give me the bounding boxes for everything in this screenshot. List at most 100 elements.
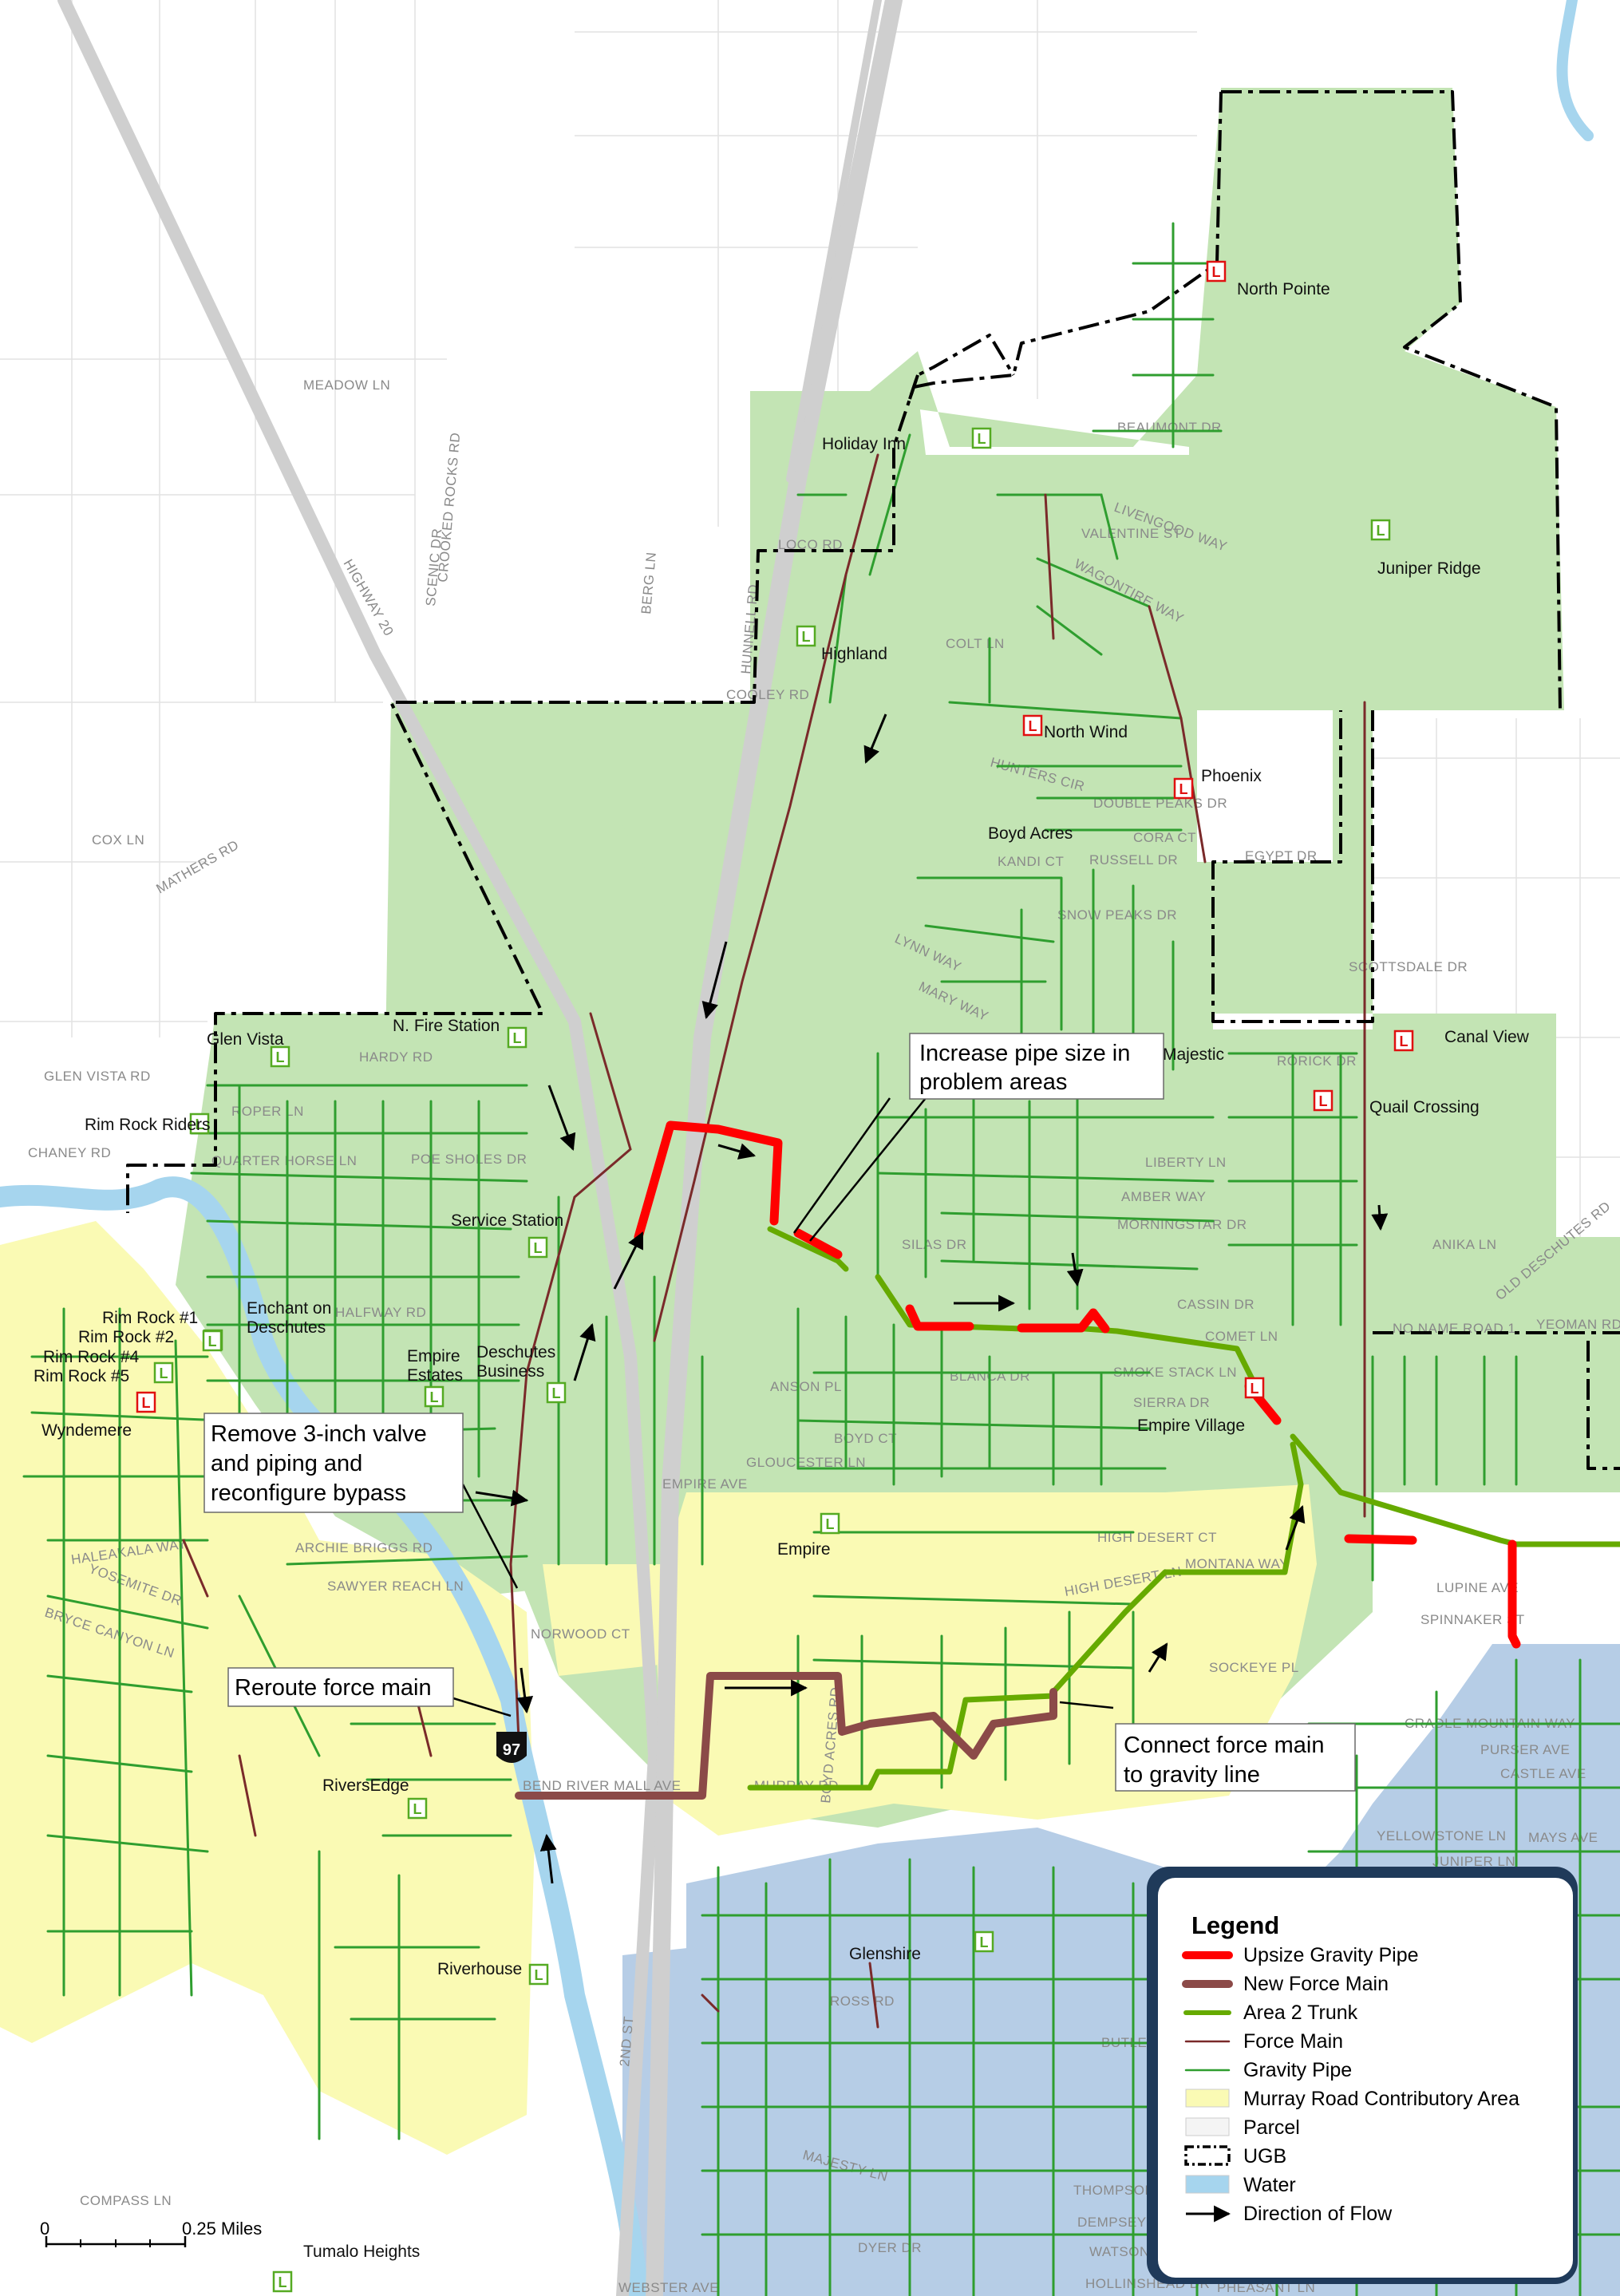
- callout-remove-line3: reconfigure bypass: [211, 1480, 406, 1506]
- lift-stations: L L L L L L L L L L L L L L L L L L L L …: [136, 260, 1414, 2293]
- callout-remove-valve: Remove 3-inch valve and piping and recon…: [203, 1413, 519, 1589]
- road-label: PURSER AVE: [1480, 1742, 1570, 1757]
- legend-item: Parcel: [1185, 2116, 1300, 2139]
- place-label: Enchant on: [247, 1299, 331, 1318]
- place-label: Empire Village: [1137, 1417, 1245, 1435]
- lift-station-green: L: [546, 1381, 567, 1404]
- place-labels: North Pointe Holiday Inn Juniper Ridge H…: [34, 280, 1530, 2261]
- road-label: QUARTER HORSE LN: [211, 1153, 357, 1168]
- svg-text:L: L: [1212, 264, 1221, 280]
- legend-label: Area 2 Trunk: [1243, 2002, 1358, 2024]
- lift-station-red: L: [1244, 1377, 1265, 1399]
- lift-station-green: L: [971, 427, 992, 449]
- svg-text:L: L: [1179, 781, 1188, 797]
- place-label: Business: [476, 1362, 544, 1381]
- legend-panel: [1158, 1878, 1573, 2278]
- svg-text:L: L: [196, 1116, 204, 1132]
- highway-97-shield: 97: [496, 1732, 527, 1763]
- road-label: WEBSTER AVE: [618, 2280, 719, 2295]
- place-label: Canal View: [1444, 1028, 1530, 1046]
- road-label: LUPINE AVE: [1436, 1580, 1519, 1595]
- lift-station-red: L: [136, 1391, 156, 1413]
- road-label: ROSS RD: [830, 1994, 895, 2009]
- road-label: HALFWAY RD: [335, 1305, 426, 1320]
- flow-arrow: [539, 1833, 557, 1884]
- lift-station-green: L: [424, 1385, 445, 1408]
- svg-text:L: L: [430, 1389, 439, 1405]
- scale-bar: 0 0.25 Miles: [40, 2219, 262, 2247]
- scale-start: 0: [40, 2219, 49, 2239]
- road-label: ROPER LN: [231, 1104, 304, 1119]
- road-label: RUSSELL DR: [1089, 852, 1178, 867]
- legend-item: Water: [1185, 2174, 1296, 2196]
- road-label: LOCO RD: [778, 537, 843, 552]
- svg-text:L: L: [142, 1395, 151, 1411]
- legend-label: Force Main: [1243, 2030, 1343, 2053]
- legend-item: Area 2 Trunk: [1183, 2002, 1358, 2024]
- lift-station-green: L: [202, 1330, 223, 1352]
- svg-text:L: L: [978, 431, 986, 447]
- svg-text:L: L: [1319, 1093, 1328, 1109]
- place-label: Rim Rock Riders: [85, 1116, 211, 1134]
- callout-connect-line2: to gravity line: [1124, 1762, 1260, 1788]
- place-label: Service Station: [451, 1211, 563, 1230]
- road-label: POE SHOLES DR: [411, 1152, 527, 1167]
- legend-item: Upsize Gravity Pipe: [1182, 1944, 1419, 1966]
- legend-item: Direction of Flow: [1186, 2203, 1393, 2225]
- flow-arrow: [1066, 1252, 1084, 1287]
- road-label: MEADOW LN: [303, 377, 390, 393]
- flow-arrow: [475, 1489, 529, 1507]
- svg-text:L: L: [513, 1030, 522, 1046]
- road-label: SMOKE STACK LN: [1113, 1365, 1237, 1380]
- place-label: North Pointe: [1237, 280, 1330, 298]
- flow-arrows: [475, 713, 1389, 1884]
- svg-text:L: L: [980, 1934, 989, 1950]
- road-label: DYER DR: [858, 2240, 922, 2255]
- flow-arrow: [1148, 1642, 1168, 1673]
- callout-increase-line1: Increase pipe size in: [919, 1041, 1130, 1066]
- callout-connect: Connect force main to gravity line: [1059, 1701, 1356, 1792]
- legend-swatch: [1184, 2145, 1231, 2166]
- svg-text:L: L: [413, 1801, 422, 1817]
- place-label: Rim Rock #1: [102, 1309, 198, 1327]
- place-label: Holiday Inn: [822, 435, 906, 453]
- road-label: YELLOWSTONE LN: [1377, 1828, 1507, 1844]
- legend-label: UGB: [1243, 2145, 1286, 2168]
- road-label: HARDY RD: [359, 1049, 433, 1065]
- svg-text:L: L: [1251, 1381, 1259, 1397]
- flow-arrow: [516, 1667, 534, 1714]
- svg-text:L: L: [276, 1049, 285, 1065]
- flow-arrow: [863, 713, 887, 764]
- place-label: Rim Rock #5: [34, 1367, 129, 1385]
- road-label: EGYPT DR: [1245, 848, 1318, 863]
- svg-text:L: L: [534, 1240, 543, 1256]
- flow-arrow: [701, 941, 728, 1020]
- svg-text:L: L: [279, 2274, 287, 2290]
- road-label: COMET LN: [1205, 1329, 1278, 1344]
- place-label: Boyd Acres: [988, 824, 1073, 843]
- legend-label: Gravity Pipe: [1243, 2059, 1352, 2081]
- callout-increase-pipe: Increase pipe size in problem areas: [792, 1033, 1164, 1242]
- road-label: EMPIRE AVE: [662, 1476, 748, 1492]
- road-labels: MEADOW LN HIGHWAY 20 SCENIC DR CROOKED R…: [28, 377, 1620, 2295]
- legend-label: Murray Road Contributory Area: [1243, 2088, 1519, 2110]
- place-label: North Wind: [1044, 723, 1128, 741]
- place-label: Glen Vista: [207, 1030, 284, 1049]
- flow-arrow: [717, 1143, 757, 1160]
- road-label: SAWYER REACH LN: [327, 1579, 464, 1594]
- lift-station-red: L: [1173, 777, 1194, 800]
- place-label: Estates: [407, 1366, 463, 1385]
- flow-arrow: [1285, 1505, 1306, 1551]
- callout-reroute: Reroute force main: [227, 1667, 512, 1717]
- lift-station-green: L: [1370, 519, 1391, 541]
- road-label: ARCHIE BRIGGS RD: [295, 1540, 433, 1555]
- legend-swatch: [1185, 2175, 1230, 2194]
- lift-station-green: L: [270, 1045, 290, 1068]
- lift-station-red: L: [1022, 714, 1043, 737]
- legend-label: Upsize Gravity Pipe: [1243, 1944, 1419, 1966]
- place-label: Empire: [407, 1347, 460, 1365]
